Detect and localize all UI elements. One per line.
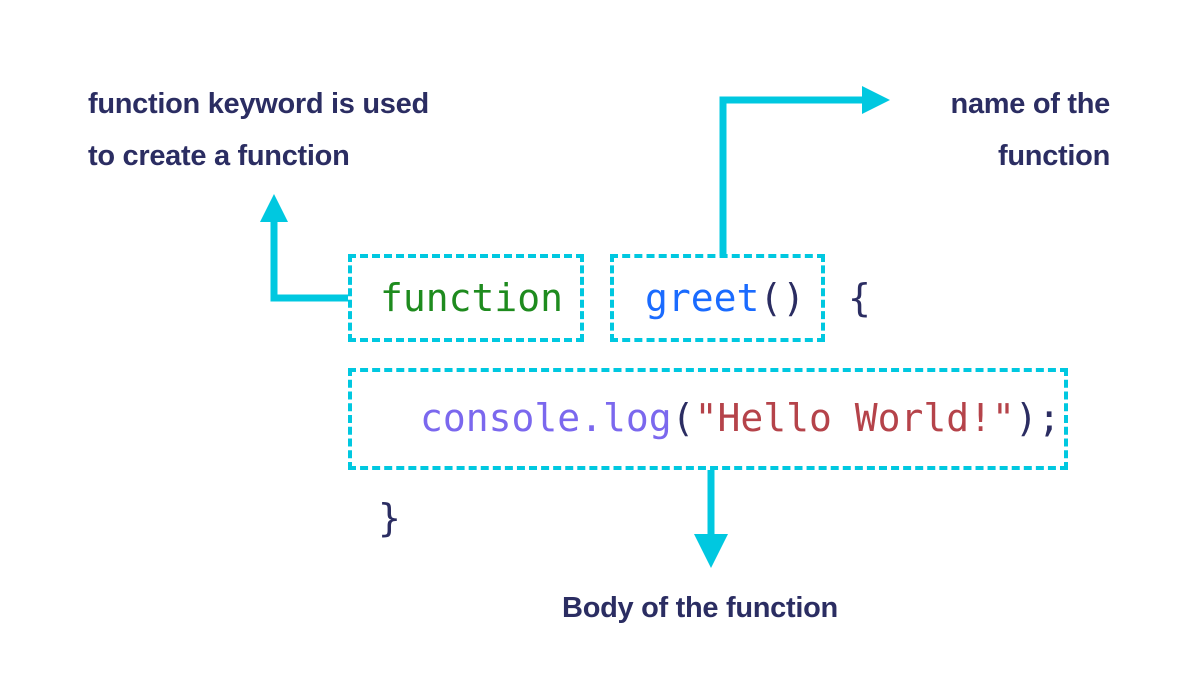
highlight-box-name (610, 254, 825, 342)
annotation-function-name: name of the function (950, 88, 1111, 172)
code-parens-empty: () (759, 276, 806, 320)
code-string-hello-world: "Hello World!" (694, 396, 1015, 440)
highlight-box-keyword (348, 254, 584, 342)
code-token-brace-open: { (848, 276, 871, 320)
highlight-box-body (348, 368, 1068, 470)
code-semicolon: ; (1037, 396, 1061, 440)
code-token-brace-close: } (378, 496, 401, 540)
code-identifier-greet: greet (645, 276, 760, 320)
code-token-function-name: greet() (645, 276, 805, 320)
code-paren-close: ) (1014, 396, 1038, 440)
annotation-function-keyword: function keyword is used to create a fun… (88, 88, 429, 172)
code-object-console-log: console.log (420, 396, 672, 440)
code-token-function-keyword: function (380, 276, 564, 320)
code-paren-open: ( (671, 396, 695, 440)
annotation-function-body: Body of the function (562, 592, 838, 624)
arrow-to-keyword-label (260, 194, 348, 302)
arrow-to-body-label (694, 470, 728, 568)
code-statement-console-log: console.log("Hello World!"); (420, 396, 1061, 440)
